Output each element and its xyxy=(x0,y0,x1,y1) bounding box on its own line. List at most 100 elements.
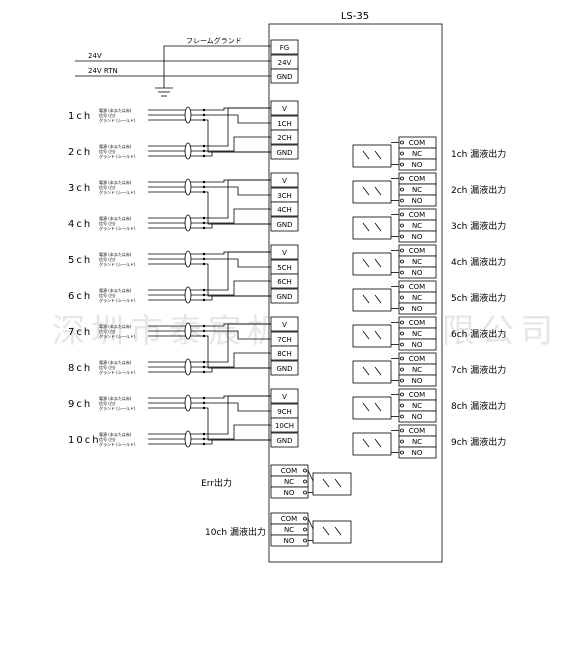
input-terminal-label: GND xyxy=(276,437,292,445)
fg-wire xyxy=(163,45,271,70)
cable-label: 信号 (白) xyxy=(99,184,116,190)
cable-shield xyxy=(184,214,192,232)
relay-terminal-label: NC xyxy=(412,438,422,446)
relay-terminal-dot xyxy=(400,187,404,192)
relay-terminal-label: NC xyxy=(284,478,294,486)
relay-terminal-dot xyxy=(400,270,404,275)
relay-output-label: 7ch 漏液出力 xyxy=(451,364,506,376)
cable-label: 電源 (本または赤) xyxy=(99,251,132,257)
relay-terminal-dot xyxy=(400,259,404,264)
input-terminal-label: V xyxy=(282,249,287,257)
relay-contact xyxy=(374,186,382,196)
input-terminal-label: 5CH xyxy=(277,264,292,272)
channel-label: 2ch xyxy=(68,147,92,158)
relay-terminal-label: COM xyxy=(409,247,425,255)
channel-label: 4ch xyxy=(68,219,92,230)
power-terminal-label: GND xyxy=(276,73,292,81)
power-wire xyxy=(204,179,271,219)
channel-label: 7ch xyxy=(68,327,92,338)
relay-contact xyxy=(374,222,382,232)
input-terminal-label: 2CH xyxy=(277,134,292,142)
input-terminal-label: V xyxy=(282,105,287,113)
relay-contact xyxy=(362,186,370,196)
signal-wire xyxy=(204,330,271,340)
relay-contact-box xyxy=(312,472,352,496)
relay-terminal-dot xyxy=(400,392,404,397)
relay-terminal-label: COM xyxy=(409,211,425,219)
input-terminal-label: 8CH xyxy=(277,350,292,358)
input-terminal-label: GND xyxy=(276,293,292,301)
relay-contact-box xyxy=(352,360,392,384)
power-wire xyxy=(204,395,271,435)
signal-wire xyxy=(204,258,271,268)
cable-label: 信号 (白) xyxy=(99,256,116,262)
relay-terminal-label: COM xyxy=(409,355,425,363)
relay-output-label: 9ch 漏液出力 xyxy=(451,436,506,448)
ground-wire xyxy=(204,263,271,297)
signal-wire xyxy=(204,114,271,124)
relay-terminal-label: NO xyxy=(412,449,423,457)
cable-shield xyxy=(184,178,192,196)
relay-contact-box xyxy=(312,520,352,544)
relay-output-label: 5ch 漏液出力 xyxy=(451,292,506,304)
relay-terminal-dot xyxy=(400,176,404,181)
cable-shield xyxy=(184,286,192,304)
ground-wire xyxy=(204,367,271,373)
cable-label: グランド (シールド) xyxy=(99,405,136,411)
power-terminal xyxy=(270,39,299,55)
cable-label: グランド (シールド) xyxy=(99,225,136,231)
relay-terminal-label: NO xyxy=(412,413,423,421)
channel-label: 8ch xyxy=(68,363,92,374)
channel-label: 3ch xyxy=(68,183,92,194)
input-terminal-label: V xyxy=(282,393,287,401)
relay-contact-box xyxy=(352,144,392,168)
power-wire xyxy=(204,251,271,291)
relay-terminal-label: NO xyxy=(284,537,295,545)
relay-terminal-label: NO xyxy=(284,489,295,497)
relay-terminal-dot xyxy=(400,198,404,203)
fg-label: フレームグランド xyxy=(186,36,242,45)
relay-terminal-dot xyxy=(400,331,404,336)
relay-terminal-dot xyxy=(400,306,404,311)
cable-shield xyxy=(184,250,192,268)
relay-terminal-label: COM xyxy=(409,319,425,327)
relay-contact xyxy=(362,222,370,232)
cable-label: 電源 (本または赤) xyxy=(99,359,132,365)
input-terminal-label: GND xyxy=(276,365,292,373)
relay-terminal-label: NO xyxy=(412,269,423,277)
input-terminal-label: 10CH xyxy=(275,422,294,430)
ground-wire xyxy=(204,439,271,445)
relay-contact xyxy=(362,330,370,340)
cable-label: グランド (シールド) xyxy=(99,261,136,267)
cable-label: 信号 (白) xyxy=(99,436,116,442)
input-terminal-label: 1CH xyxy=(277,120,292,128)
channel-label: 5ch xyxy=(68,255,92,266)
relay-terminal-dot xyxy=(303,538,307,543)
relay-terminal-dot xyxy=(400,140,404,145)
relay-terminal-label: COM xyxy=(409,427,425,435)
power-wire xyxy=(204,107,271,147)
relay-terminal-dot xyxy=(400,248,404,253)
relay-output-label: 4ch 漏液出力 xyxy=(451,256,506,268)
relay-terminal-dot xyxy=(400,342,404,347)
relay-terminal-label: NO xyxy=(412,197,423,205)
relay-output-label: 1ch 漏液出力 xyxy=(451,148,506,160)
signal-wire xyxy=(204,186,271,196)
cable-label: グランド (シールド) xyxy=(99,189,136,195)
relay-contact xyxy=(322,526,330,536)
relay-contact-box xyxy=(352,216,392,240)
relay-contact-box xyxy=(352,432,392,456)
relay-terminal-label: NO xyxy=(412,377,423,385)
relay-terminal-label: NC xyxy=(412,222,422,230)
signal-wire xyxy=(204,136,271,152)
relay-contact xyxy=(362,258,370,268)
relay-contact xyxy=(374,330,382,340)
relay-terminal-dot xyxy=(400,378,404,383)
relay-contact-box xyxy=(352,324,392,348)
relay-terminal-label: NC xyxy=(412,258,422,266)
relay-contact xyxy=(362,366,370,376)
power-wire xyxy=(204,323,271,363)
cable-label: 信号 (白) xyxy=(99,292,116,298)
